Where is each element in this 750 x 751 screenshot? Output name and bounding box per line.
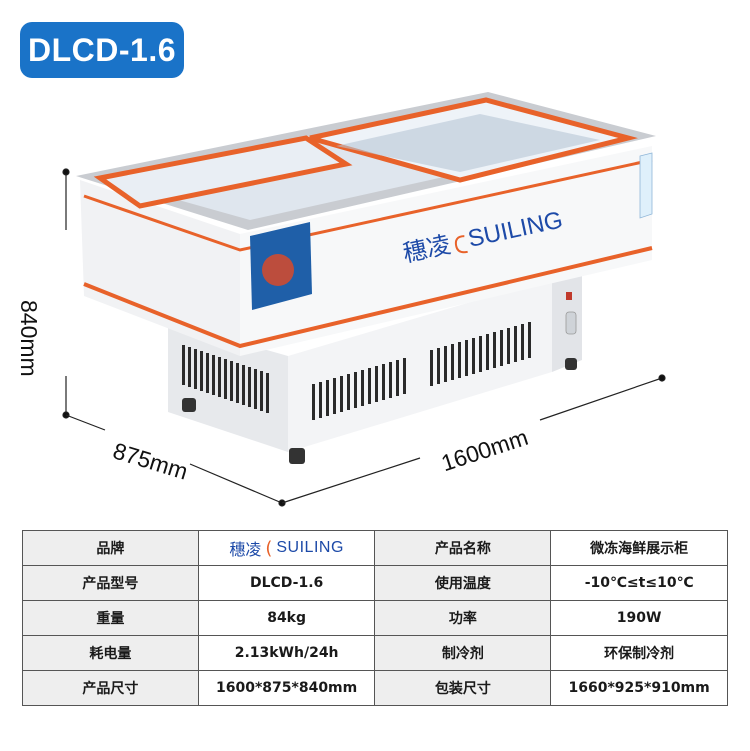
cabinet-side	[80, 180, 240, 356]
energy-label	[639, 152, 653, 219]
spec-label: 制冷剂	[374, 635, 552, 671]
orange-trim-top	[83, 158, 653, 252]
model-badge: DLCD-1.6	[20, 22, 184, 78]
spec-label: 耗电量	[22, 635, 199, 671]
spec-value: 环保制冷剂	[550, 635, 728, 671]
spec-label: 产品名称	[374, 530, 552, 566]
spec-label: 产品型号	[22, 565, 199, 601]
freezer-illustration: 穗凌 SUILING	[62, 92, 666, 507]
height-dimension: 840mm	[16, 300, 42, 377]
glass-interior	[336, 114, 600, 172]
cabinet-front	[240, 146, 652, 356]
spec-label: 重量	[22, 600, 199, 636]
base-left-panel	[168, 322, 288, 452]
caster-wheels	[182, 358, 577, 464]
spec-value: DLCD-1.6	[197, 565, 376, 601]
spec-label: 使用温度	[374, 565, 552, 601]
spec-label: 包装尺寸	[374, 670, 552, 706]
sliding-lid-left	[93, 135, 353, 209]
dimension-lines	[62, 168, 666, 507]
spec-value: 190W	[550, 600, 728, 636]
brand-swoosh-icon: (	[265, 537, 273, 559]
spec-value: 84kg	[197, 600, 376, 636]
spec-label: 功率	[374, 600, 552, 636]
spec-value: 微冻海鲜展示柜	[550, 530, 728, 566]
spec-value: -10℃≤t≤10℃	[550, 565, 728, 601]
base-front-panel	[288, 278, 552, 452]
spec-label: 品牌	[22, 530, 199, 566]
spec-value: 2.13kWh/24h	[197, 635, 376, 671]
spec-label: 产品尺寸	[22, 670, 199, 706]
spec-value: 1600*875*840mm	[197, 670, 376, 706]
thermostat-knob	[565, 311, 577, 335]
brand-logo: 穗凌(SUILING	[197, 530, 376, 566]
power-indicator	[566, 292, 572, 300]
orange-trim-bottom	[83, 246, 653, 349]
spec-value: 1660*925*910mm	[550, 670, 728, 706]
